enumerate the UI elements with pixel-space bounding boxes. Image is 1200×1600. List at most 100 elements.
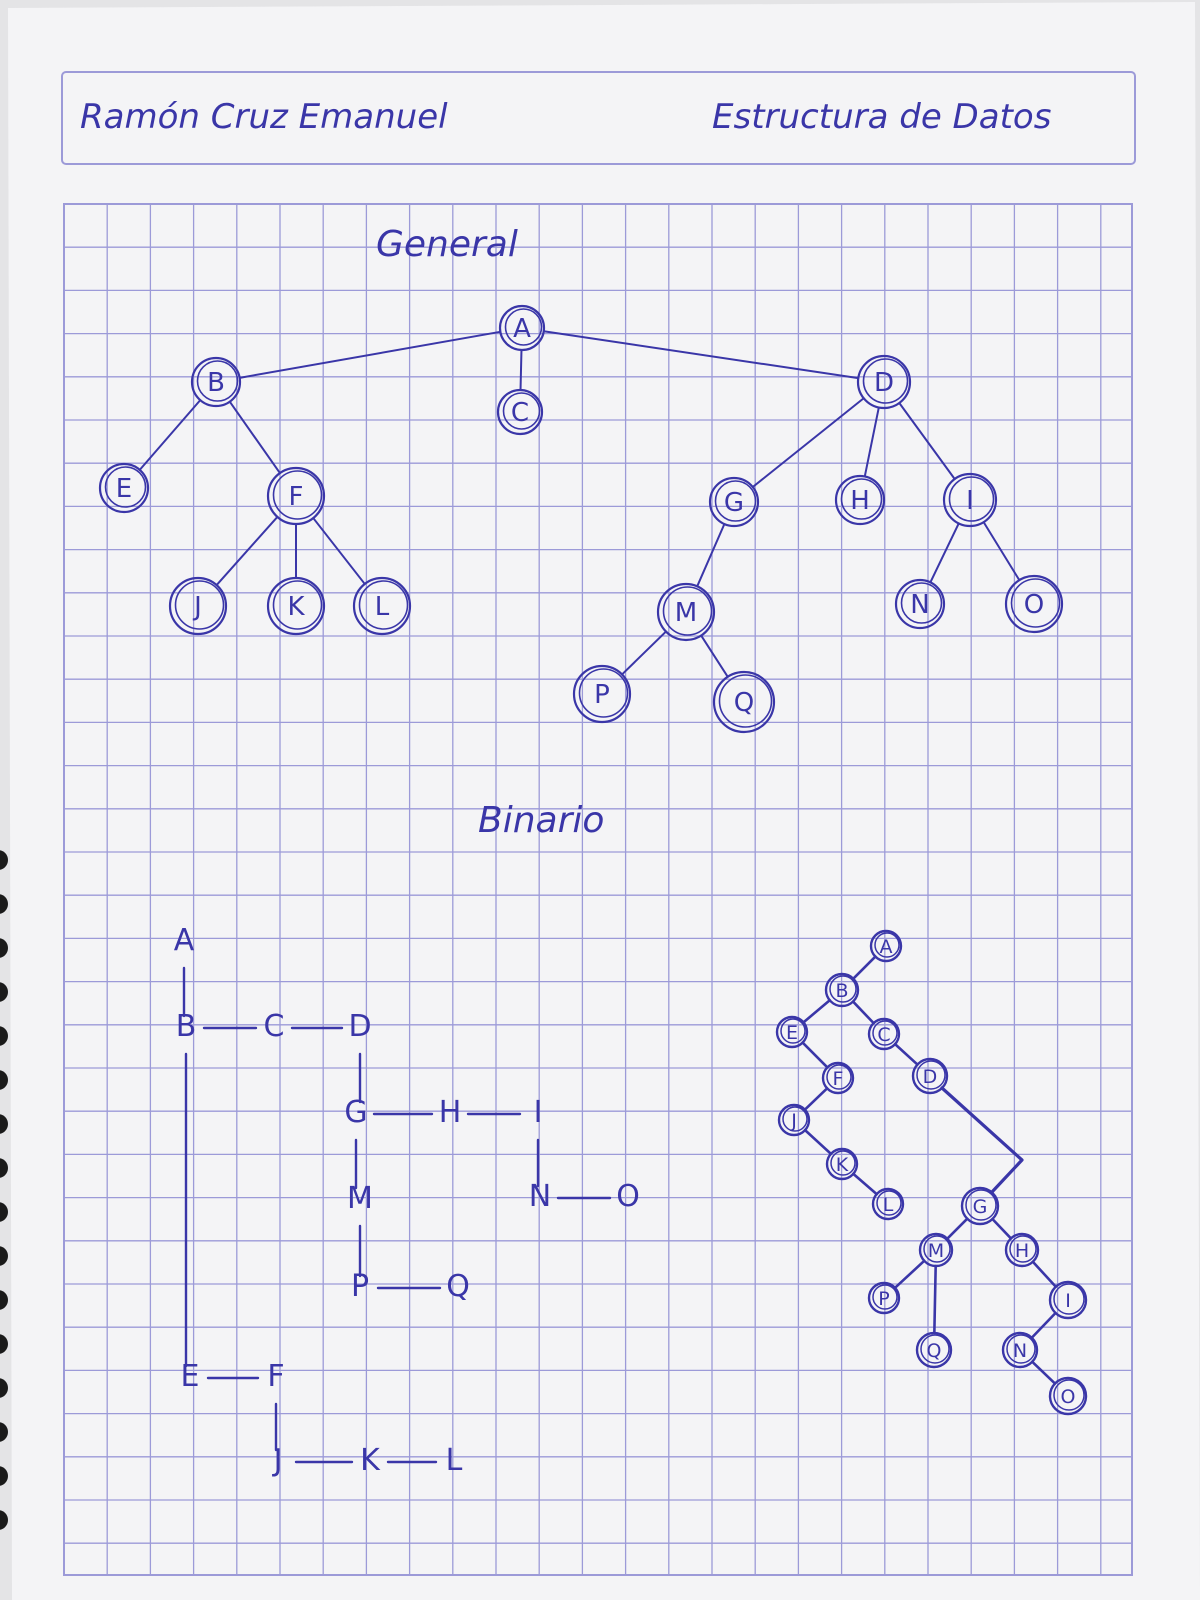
- list-node-i: I: [534, 1095, 543, 1130]
- node-circle-inner: [826, 1064, 852, 1090]
- general-node-q: Q: [712, 670, 776, 734]
- list-node-n: N: [529, 1179, 551, 1214]
- node-circle: [777, 1103, 811, 1137]
- node-circle: [775, 1015, 809, 1049]
- node-label: P: [594, 680, 610, 710]
- tree-node-e: E: [775, 1015, 809, 1049]
- list-node-g: G: [344, 1095, 367, 1130]
- binario-list-links: [182, 966, 612, 1464]
- binding-hole: [0, 850, 8, 870]
- tree-node-j: J: [777, 1103, 811, 1137]
- tree-edge-c-d: [893, 1042, 919, 1066]
- node-circle: [942, 472, 998, 528]
- graph-paper-grid: [63, 203, 1133, 1576]
- general-node-f: F: [266, 466, 326, 526]
- node-label: F: [833, 1068, 844, 1090]
- node-circle-inner: [272, 470, 323, 520]
- tree-node-d: D: [911, 1057, 949, 1095]
- node-circle-inner: [920, 1334, 950, 1364]
- general-node-k: K: [266, 576, 326, 636]
- tree-edge-d-g: [940, 1086, 1024, 1194]
- list-node-q: Q: [446, 1269, 470, 1304]
- tree-node-n: N: [1001, 1331, 1039, 1369]
- node-label: A: [880, 936, 893, 958]
- general-node-g: G: [708, 476, 760, 528]
- node-label: E: [786, 1022, 798, 1044]
- general-node-o: O: [1004, 574, 1064, 634]
- binding-hole: [0, 1378, 8, 1398]
- node-label: Q: [734, 688, 754, 718]
- binario-title: Binario: [478, 800, 604, 841]
- list-node-m: M: [347, 1181, 373, 1216]
- general-node-c: C: [496, 388, 544, 436]
- tree-edge-j-k: [803, 1128, 833, 1156]
- node-circle: [708, 476, 760, 528]
- general-edge-d-i: [898, 402, 956, 480]
- node-label: P: [878, 1288, 889, 1310]
- tree-node-c: C: [867, 1017, 901, 1051]
- tree-edge-m-p: [893, 1259, 926, 1290]
- general-node-l: L: [352, 576, 412, 636]
- general-node-p: P: [572, 664, 632, 724]
- node-circle: [1004, 574, 1064, 634]
- node-circle: [572, 664, 632, 724]
- binding-hole: [0, 1026, 8, 1046]
- general-node-j: J: [168, 576, 228, 636]
- general-node-d: D: [856, 354, 912, 410]
- list-node-d: D: [348, 1009, 371, 1044]
- node-circle: [856, 354, 912, 410]
- node-label: I: [1065, 1290, 1071, 1312]
- node-circle-inner: [502, 392, 541, 430]
- node-circle: [960, 1186, 1000, 1226]
- tree-node-q: Q: [915, 1331, 953, 1369]
- node-label: M: [928, 1240, 944, 1262]
- node-circle-inner: [1010, 578, 1061, 628]
- node-label: F: [289, 482, 304, 512]
- node-circle: [867, 1017, 901, 1051]
- header-box: [61, 71, 1136, 165]
- binding-hole: [0, 1510, 8, 1530]
- node-circle-inner: [840, 478, 883, 520]
- node-circle: [894, 578, 946, 630]
- node-circle-inner: [718, 674, 773, 728]
- list-node-p: P: [351, 1269, 369, 1304]
- tree-node-b: B: [824, 972, 860, 1008]
- binding-hole: [0, 1466, 8, 1486]
- node-circle: [834, 474, 886, 526]
- general-edge-i-n: [929, 522, 960, 584]
- node-label: L: [375, 592, 390, 622]
- general-node-h: H: [834, 474, 886, 526]
- node-label: C: [511, 398, 529, 428]
- node-circle-inner: [1053, 1283, 1085, 1315]
- node-circle: [1048, 1280, 1088, 1320]
- node-circle-inner: [174, 580, 225, 630]
- general-node-e: E: [98, 462, 150, 514]
- node-label: E: [116, 474, 132, 504]
- list-node-f: F: [267, 1359, 284, 1394]
- general-title: General: [376, 224, 518, 265]
- binding-hole: [0, 894, 8, 914]
- general-node-b: B: [190, 356, 242, 408]
- tree-edge-f-j: [803, 1087, 829, 1111]
- tree-node-m: M: [918, 1232, 954, 1268]
- node-label: C: [877, 1024, 890, 1046]
- node-circle: [498, 304, 546, 352]
- binding-hole: [0, 1334, 8, 1354]
- node-circle-inner: [948, 476, 995, 522]
- node-circle-inner: [862, 358, 909, 404]
- general-edge-d-h: [863, 406, 880, 478]
- general-edge-a-d: [542, 330, 860, 380]
- tree-edge-a-b: [852, 955, 877, 980]
- list-node-o: O: [616, 1179, 640, 1214]
- list-node-e: E: [181, 1359, 200, 1394]
- node-circle-inner: [923, 1235, 951, 1263]
- binding-hole: [0, 982, 8, 1002]
- node-circle: [496, 388, 544, 436]
- binding-hole: [0, 1114, 8, 1134]
- node-circle: [824, 972, 860, 1008]
- general-edge-m-p: [621, 630, 667, 676]
- node-circle-inner: [1009, 1235, 1037, 1263]
- tree-node-o: O: [1048, 1376, 1088, 1416]
